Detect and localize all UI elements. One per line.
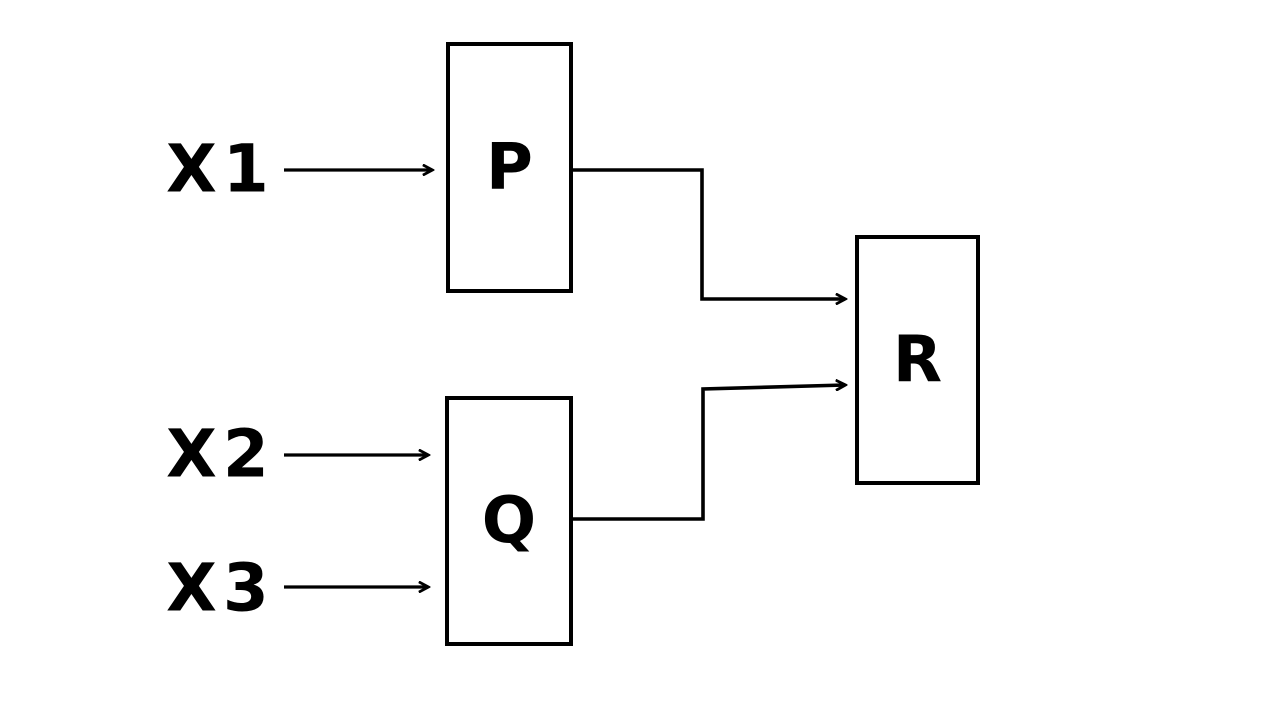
connector-p-to-r (572, 168, 845, 299)
input-label-x2: X2 (166, 415, 275, 493)
input-label-x3: X3 (166, 549, 275, 627)
node-p: P (446, 42, 573, 293)
node-q-label: Q (481, 484, 537, 558)
node-p-label: P (486, 130, 533, 205)
node-q: Q (445, 396, 573, 646)
node-r: R (855, 235, 980, 485)
input-label-x1: X1 (166, 130, 275, 208)
connector-q-to-r (572, 385, 845, 521)
node-r-label: R (892, 323, 943, 397)
